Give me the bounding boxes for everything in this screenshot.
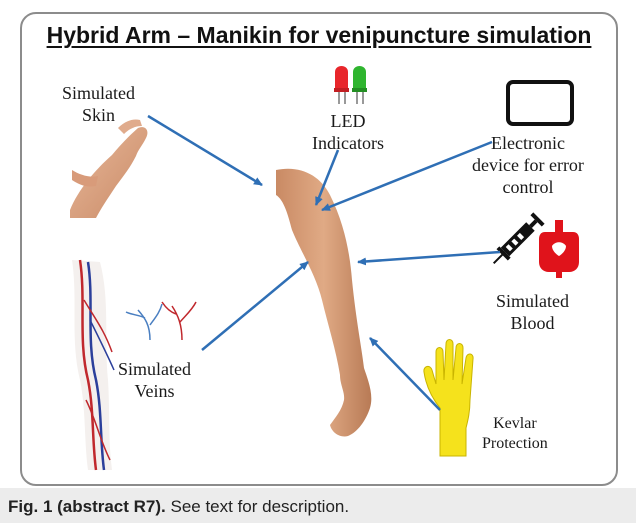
caption-text: See text for description. [166,497,349,516]
label-line: Kevlar [482,414,548,434]
blood-bag-icon [539,220,579,278]
vein-icon [126,302,196,340]
skin-arm-icon [70,119,147,218]
caption-label: Fig. 1 (abstract R7). [8,497,166,516]
figure-caption: Fig. 1 (abstract R7). See text for descr… [8,497,349,517]
label-line: Skin [62,104,135,126]
label-line: Protection [482,434,548,454]
label-line: device for error [472,154,584,176]
vascular-body-icon [72,260,114,470]
label-simulated-blood: Simulated Blood [496,290,569,334]
label-line: Simulated [118,358,191,380]
label-line: Indicators [312,132,384,154]
arrow-skin [148,116,262,185]
arrow-veins [202,262,308,350]
label-simulated-skin: Simulated Skin [62,82,135,126]
label-line: Simulated [496,290,569,312]
label-electronic-device: Electronic device for error control [472,132,584,198]
arrow-blood [358,252,500,262]
led-icon [334,66,367,104]
label-line: LED [312,110,384,132]
label-line: Simulated [62,82,135,104]
tablet-icon [508,82,572,124]
label-kevlar-protection: Kevlar Protection [482,414,548,454]
label-line: Electronic [472,132,584,154]
label-line: Veins [118,380,191,402]
syringe-icon [488,212,545,269]
label-led-indicators: LED Indicators [312,110,384,154]
label-line: Blood [496,312,569,334]
label-simulated-veins: Simulated Veins [118,358,191,402]
label-line: control [472,176,584,198]
glove-icon [424,340,473,457]
